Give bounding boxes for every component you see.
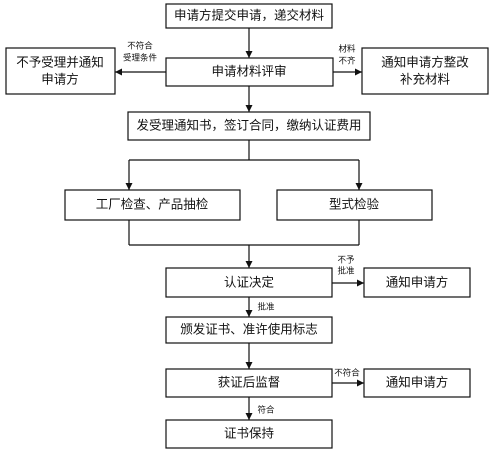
node-review: 申请材料评审 [165,57,334,87]
node-type-test: 型式检验 [276,189,433,221]
node-supervision: 获证后监督 [165,368,333,398]
edge-label-nonconform: 不符合 [334,368,360,379]
node-notify-decision: 通知申请方 [363,267,471,298]
node-decision: 认证决定 [165,267,333,298]
node-notify-fix-label-1: 通知申请方整改 [381,55,469,70]
edge-label-not-meet-2: 受理条件 [123,53,158,64]
node-issue-cert: 颁发证书、准许使用标志 [165,316,333,344]
node-type-test-label: 型式检验 [329,197,380,212]
node-apply: 申请方提交申请，递交材料 [165,3,333,29]
edge-label-reject-1: 不予 [337,256,355,266]
edge-label-reject-2: 批准 [337,266,355,277]
node-supervision-label: 获证后监督 [218,375,281,390]
node-keep-cert: 证书保持 [165,419,333,449]
node-factory-check: 工厂检查、产品抽检 [64,189,241,221]
node-issue-cert-label: 颁发证书、准许使用标志 [180,322,318,337]
node-notify-decision-label: 通知申请方 [386,275,449,290]
node-sign: 发受理通知书，签订合同，缴纳认证费用 [127,111,371,141]
node-not-accept: 不予受理并通知 申请方 [5,47,116,95]
node-review-label: 申请材料评审 [211,64,286,79]
node-sign-label: 发受理通知书，签订合同，缴纳认证费用 [136,118,361,133]
node-keep-cert-label: 证书保持 [224,426,274,441]
node-factory-check-label: 工厂检查、产品抽检 [96,197,209,212]
node-notify-fix: 通知申请方整改 补充材料 [361,47,489,95]
node-decision-label: 认证决定 [224,275,274,290]
edge-label-incomplete-1: 材料 [338,44,356,55]
node-apply-label: 申请方提交申请，递交材料 [174,8,325,23]
node-notify-supervision: 通知申请方 [363,368,471,398]
edge-label-not-meet-1: 不符合 [127,41,153,52]
edge-label-conform: 符合 [257,405,275,416]
edge-labels: 不符合 受理条件 材料 不齐 不予 批准 批准 不符合 符合 [123,41,360,416]
node-not-accept-label-2: 申请方 [41,72,79,87]
node-notify-supervision-label: 通知申请方 [386,375,449,390]
connectors [115,28,364,420]
edge-label-approve: 批准 [257,302,275,313]
edge-label-incomplete-2: 不齐 [338,56,356,67]
node-not-accept-label-1: 不予受理并通知 [16,55,104,70]
node-notify-fix-label-2: 补充材料 [400,72,451,87]
